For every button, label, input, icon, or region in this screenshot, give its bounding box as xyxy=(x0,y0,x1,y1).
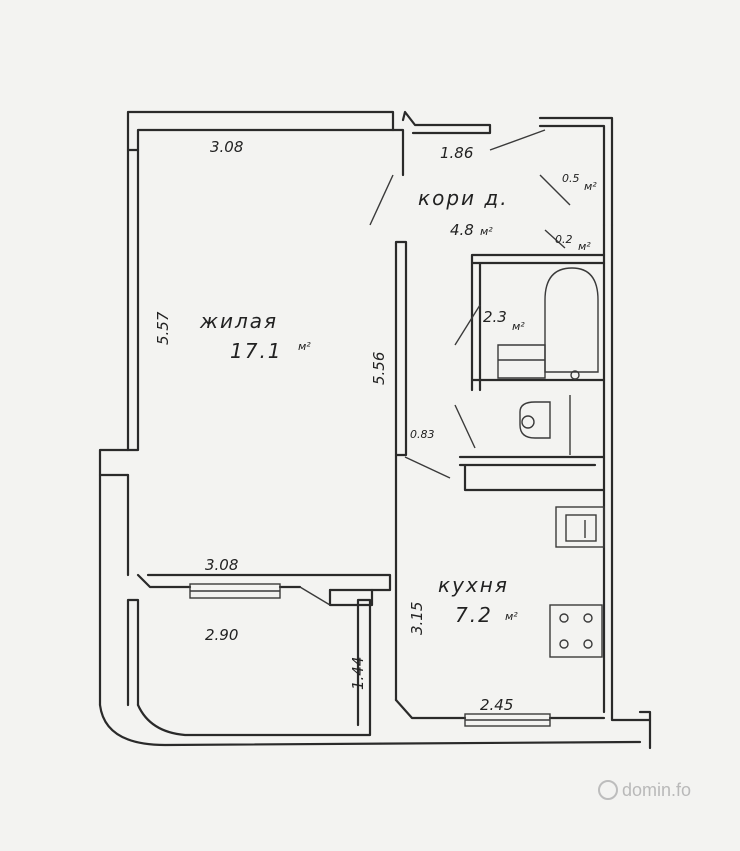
dim-living-left: 5.57 xyxy=(154,311,172,345)
dim-living-right: 5.56 xyxy=(370,352,388,385)
dim-kitchen-bottom: 2.45 xyxy=(480,696,513,714)
room-corridor-area: 4.8 xyxy=(450,221,474,239)
dim-living-bottom: 3.08 xyxy=(205,556,238,574)
dim-kitchen-left: 3.15 xyxy=(408,602,426,635)
closet-top-area: 0.5 xyxy=(562,172,580,185)
room-corridor-unit: м² xyxy=(480,225,493,238)
dim-corridor-top: 1.86 xyxy=(440,144,473,162)
door-swings xyxy=(299,129,571,606)
room-living-unit: м² xyxy=(298,340,311,353)
closet-small-unit: м² xyxy=(578,240,591,253)
watermark: domin.fo xyxy=(598,780,691,800)
bathroom-unit: м² xyxy=(512,320,525,333)
kitchen-sink xyxy=(555,506,605,548)
dim-living-top: 3.08 xyxy=(210,138,243,156)
closet-small-area: 0.2 xyxy=(555,233,573,246)
room-corridor-name: кори д. xyxy=(418,186,509,210)
outer-walls xyxy=(98,110,652,750)
room-living-area: 17.1 xyxy=(230,339,283,363)
windows xyxy=(189,583,551,727)
closet-top-unit: м² xyxy=(584,180,597,193)
bathtub xyxy=(544,267,599,380)
toilet xyxy=(519,395,571,455)
room-kitchen-unit: м² xyxy=(505,610,518,623)
dim-balcony-width: 2.90 xyxy=(205,626,238,644)
wc-area: 0.83 xyxy=(410,428,435,441)
stove xyxy=(549,604,603,658)
room-living-name: жилая xyxy=(199,309,278,333)
bathroom-area: 2.3 xyxy=(483,308,507,326)
sink xyxy=(497,344,546,379)
watermark-icon xyxy=(598,780,618,800)
room-kitchen-name: кухня xyxy=(438,573,509,597)
dim-balcony-depth: 1.44 xyxy=(349,657,367,690)
room-kitchen-area: 7.2 xyxy=(455,603,493,627)
watermark-text: domin.fo xyxy=(622,780,691,800)
